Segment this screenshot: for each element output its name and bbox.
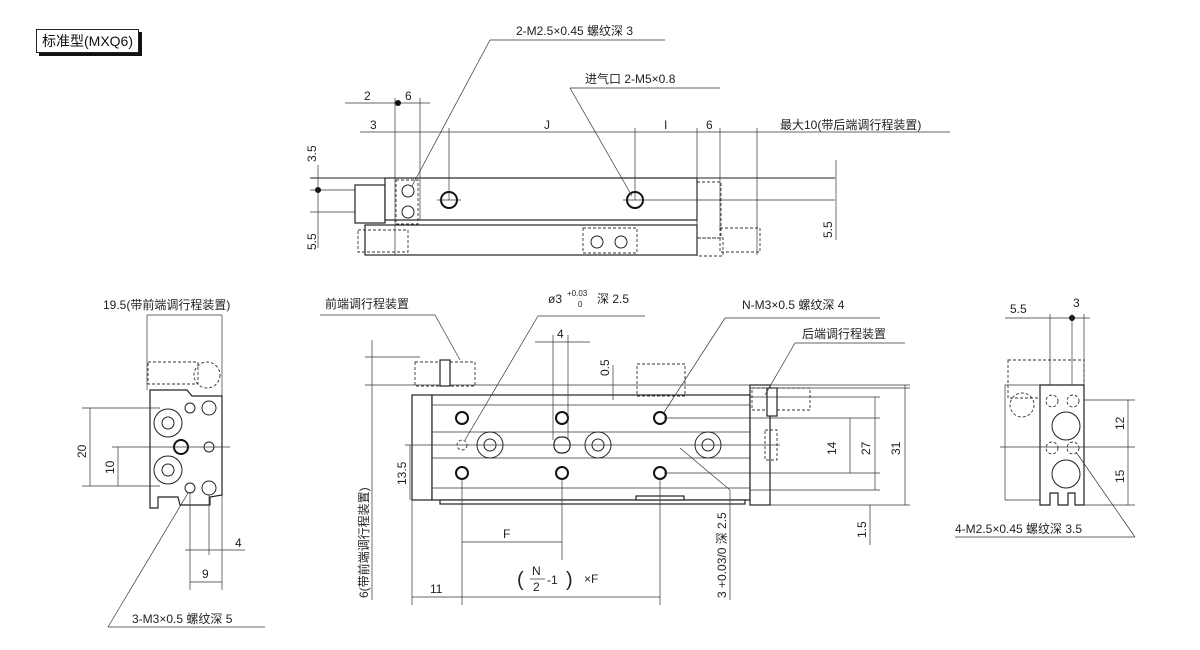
front-end-plate: [411, 394, 433, 501]
dim-11: 11: [430, 582, 443, 596]
left-thread-note: 3-M3×0.5 螺纹深 5: [132, 612, 233, 626]
dim-f: F: [503, 527, 510, 541]
dim-9: 9: [202, 567, 209, 581]
dim-0-5: 0.5: [598, 359, 612, 376]
dim-12: 12: [1113, 416, 1127, 430]
dim-13-5: 13.5: [395, 461, 409, 485]
left-view: [82, 314, 265, 628]
dim-1-5: 1.5: [855, 521, 869, 538]
dim-15: 15: [1113, 469, 1127, 483]
dim-5-5-left: 5.5: [305, 233, 319, 250]
dim-6-right: 6: [706, 118, 713, 132]
max-stroke-note: 最大10(带后端调行程装置): [780, 117, 921, 132]
top-view: [310, 39, 950, 257]
left-dim-4: 4: [235, 536, 242, 550]
dim-14: 14: [825, 441, 839, 455]
dim-31: 31: [889, 441, 903, 455]
bottom-pin-note: 3 +0.03/0 深 2.5: [715, 512, 729, 598]
right-dim-3: 3: [1073, 296, 1080, 310]
top-thread-note: 2-M2.5×0.45 螺纹深 3: [516, 24, 633, 38]
pin-tol-lower: 0: [578, 300, 583, 309]
right-thread-note: 4-M2.5×0.45 螺纹深 3.5: [955, 522, 1082, 536]
air-port-note: 进气口 2-M5×0.8: [585, 71, 676, 86]
tap-note: N-M3×0.5 螺纹深 4: [742, 298, 845, 312]
front-view: [320, 314, 910, 605]
pitch-formula: ( N 2 -1 ) ×F: [517, 564, 598, 594]
dim-3-5: 3.5: [305, 145, 319, 162]
dim-2: 2: [364, 89, 371, 103]
right-view: [955, 314, 1136, 538]
top-rail: [364, 224, 698, 256]
pin-depth: 深 2.5: [597, 292, 629, 306]
dim-j: J: [544, 118, 550, 132]
dim-20: 20: [75, 444, 89, 458]
front-adjuster-label: 前端调行程装置: [325, 296, 409, 311]
pitch-minus1: -1: [547, 573, 558, 587]
top-bracket: [354, 184, 386, 224]
dim-10: 10: [103, 460, 117, 474]
pitch-n: N: [532, 564, 541, 578]
top-table: [384, 177, 698, 221]
pitch-2: 2: [533, 580, 540, 594]
pitch-xf: ×F: [584, 572, 598, 586]
left-top-note: 19.5(带前端调行程装置): [103, 297, 230, 312]
dim-5-5-right: 5.5: [821, 221, 835, 238]
pin-hole-note: ø3: [548, 292, 562, 306]
dim-6-left: 6: [405, 89, 412, 103]
svg-text:(: (: [517, 569, 524, 591]
right-dim-5-5: 5.5: [1010, 302, 1027, 316]
dim-3: 3: [370, 118, 377, 132]
pin-tol-upper: +0.03: [567, 289, 588, 298]
dim-i: I: [664, 118, 667, 132]
rear-adjuster-label: 后端调行程装置: [802, 326, 886, 341]
front-adjuster-dim: 6(带前端调行程装置): [356, 487, 371, 598]
dim-4: 4: [557, 327, 564, 341]
drawing-title: 标准型(MXQ6): [36, 29, 139, 53]
dim-27: 27: [859, 441, 873, 455]
svg-text:): ): [566, 569, 573, 591]
